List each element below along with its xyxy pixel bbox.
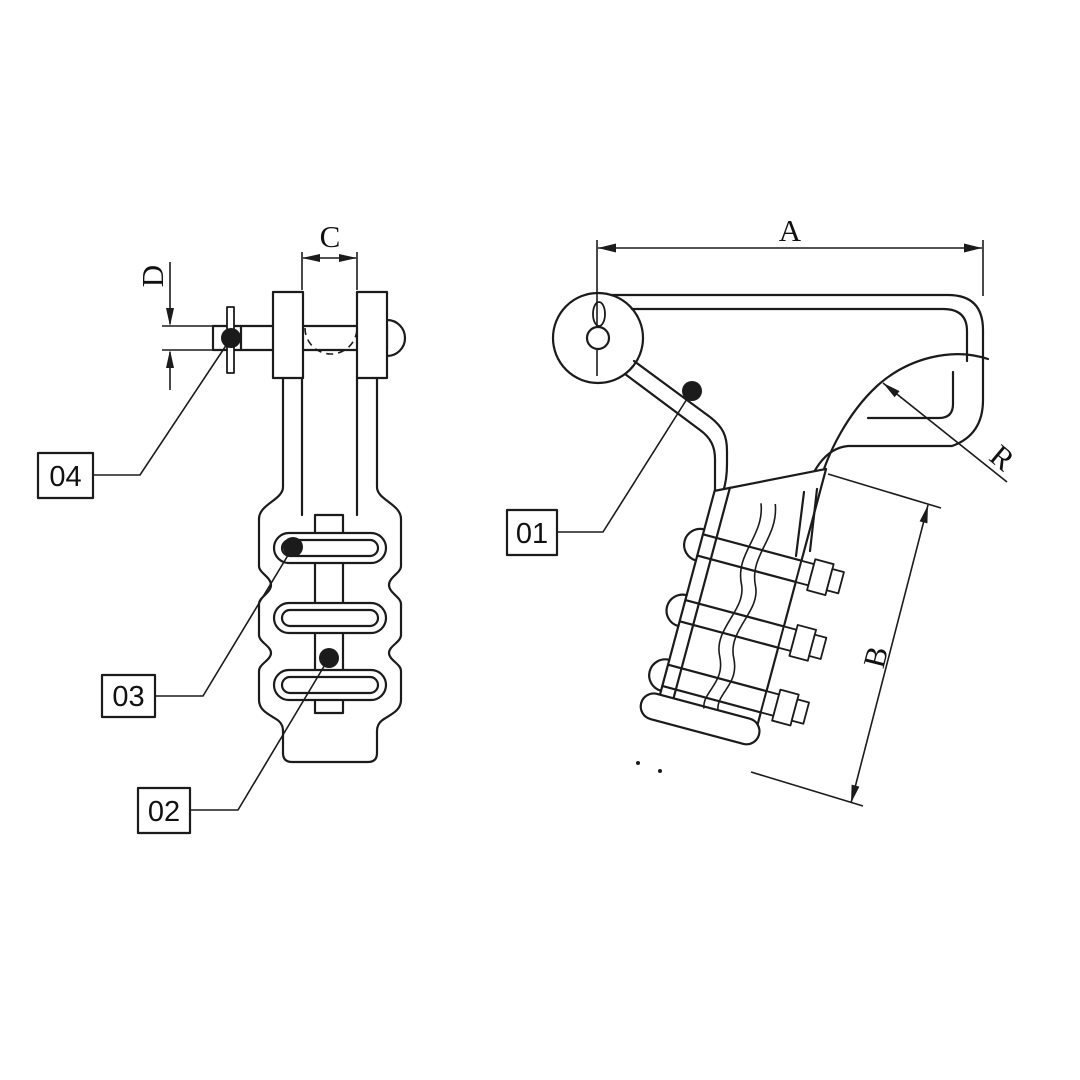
dim-label-r: R <box>983 438 1022 478</box>
dim-label-b: B <box>856 643 895 672</box>
strap-inner-line <box>630 307 969 363</box>
clevis-plate-left <box>271 290 305 380</box>
callout-03: 03 <box>100 537 303 719</box>
u-bolt-bends <box>648 527 706 692</box>
callout-04: 04 <box>36 328 241 500</box>
dimension-a: A <box>596 213 984 327</box>
callout-03-box <box>100 673 157 719</box>
dim-label-c: C <box>320 219 341 254</box>
side-view <box>551 291 990 773</box>
web-upper-line <box>632 359 729 515</box>
pin-ball-end <box>385 318 407 358</box>
eye-hole <box>585 325 611 351</box>
callout-01-label: 01 <box>516 518 548 550</box>
clamp-barrel-group <box>639 467 845 746</box>
callout-01-box <box>505 508 559 557</box>
clevis-plate-right <box>355 290 389 380</box>
barrel-left-inner-edge <box>671 486 732 702</box>
callout-03-dot <box>283 537 303 557</box>
callout-02: 02 <box>136 648 339 835</box>
callout-02-dot <box>319 648 339 668</box>
bolt-nut-3 <box>759 688 810 727</box>
front-view <box>211 290 407 764</box>
bolt-nut-1 <box>794 558 845 596</box>
break-line-2 <box>717 503 777 711</box>
callout-02-label: 02 <box>148 796 180 828</box>
callout-01-dot <box>682 381 702 401</box>
callout-03-label: 03 <box>112 681 144 713</box>
callout-04-dot <box>221 328 241 348</box>
seat-inner-corner <box>866 370 955 420</box>
eye-circle <box>551 291 645 385</box>
dim-label-a: A <box>779 213 802 248</box>
bolt-slot-3 <box>272 668 388 702</box>
callout-01: 01 <box>505 381 702 557</box>
callout-04-box <box>36 451 95 500</box>
bolt-slot-1 <box>272 531 388 565</box>
cotter-pin-loop <box>592 301 606 327</box>
web-lower-line <box>623 372 717 493</box>
saddle-lines <box>661 533 803 714</box>
callout-04-label: 04 <box>49 461 81 493</box>
bolt-nut-2 <box>777 624 828 662</box>
mouth-strap-line-2 <box>808 487 819 553</box>
callout-02-box <box>136 786 192 835</box>
break-line-1 <box>703 503 762 709</box>
mouth-strap-line-1 <box>794 490 806 558</box>
bolt-slot-2 <box>272 601 388 635</box>
dim-label-d: D <box>135 265 170 287</box>
dimension-d: D <box>135 262 213 390</box>
speck-1 <box>636 761 640 765</box>
speck-2 <box>658 769 662 773</box>
dimension-c: C <box>301 219 358 290</box>
hidden-seat-arc <box>304 327 358 355</box>
